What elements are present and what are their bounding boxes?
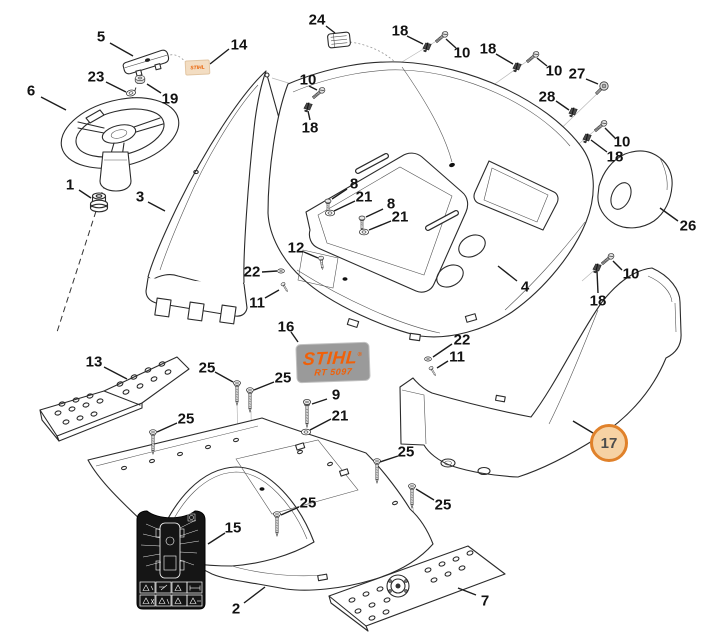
part-label-10[interactable]: 10: [545, 62, 563, 80]
part-label-8[interactable]: 8: [386, 195, 396, 213]
part-label-25[interactable]: 25: [434, 496, 452, 514]
part-label-18[interactable]: 18: [479, 40, 497, 58]
part-label-25[interactable]: 25: [299, 494, 317, 512]
part-label-2[interactable]: 2: [231, 600, 241, 618]
part-label-28[interactable]: 28: [538, 88, 556, 106]
part-label-10[interactable]: 10: [622, 265, 640, 283]
part-label-7[interactable]: 7: [480, 592, 490, 610]
part-label-21[interactable]: 21: [355, 188, 373, 206]
part-label-24[interactable]: 24: [308, 11, 326, 29]
part-label-8[interactable]: 8: [349, 175, 359, 193]
part-label-12[interactable]: 12: [287, 239, 305, 257]
part-label-25[interactable]: 25: [397, 443, 415, 461]
part-label-11[interactable]: 11: [449, 348, 465, 366]
part-label-10[interactable]: 10: [453, 44, 471, 62]
part-label-3[interactable]: 3: [135, 188, 145, 206]
part-label-26[interactable]: 26: [679, 217, 697, 235]
fasteners: [148, 29, 616, 537]
part-label-25[interactable]: 25: [198, 359, 216, 377]
leader-lines: [40, 25, 679, 604]
nut-19: [134, 75, 146, 84]
part-label-18[interactable]: 18: [301, 119, 319, 137]
part-label-15[interactable]: 15: [224, 519, 242, 537]
part-label-16[interactable]: 16: [277, 318, 295, 336]
part-label-10[interactable]: 10: [299, 71, 317, 89]
steering-bushing: [89, 192, 109, 213]
part-label-5[interactable]: 5: [96, 28, 106, 46]
part-label-18[interactable]: 18: [606, 148, 624, 166]
floor-plate-left: [39, 356, 190, 442]
plate-part-24: [327, 31, 351, 49]
part-label-6[interactable]: 6: [26, 82, 36, 100]
part-label-17[interactable]: 17: [590, 424, 628, 462]
knob-screw-27: [595, 81, 609, 95]
part-label-22[interactable]: 22: [243, 263, 261, 281]
part-label-11[interactable]: 11: [249, 294, 265, 312]
part-label-14[interactable]: 14: [230, 36, 248, 54]
part-label-19[interactable]: 19: [161, 90, 179, 108]
part-label-10[interactable]: 10: [613, 133, 631, 151]
part-label-25[interactable]: 25: [274, 369, 292, 387]
part-label-23[interactable]: 23: [87, 68, 105, 86]
cover-part-5: [122, 49, 170, 77]
part-label-9[interactable]: 9: [331, 386, 341, 404]
part-label-18[interactable]: 18: [589, 292, 607, 310]
warning-sticker: [136, 510, 206, 610]
floor-plate-right: [328, 545, 506, 632]
part-label-22[interactable]: 22: [453, 331, 471, 349]
part-label-18[interactable]: 18: [391, 22, 409, 40]
part-label-25[interactable]: 25: [177, 410, 195, 428]
part-label-21[interactable]: 21: [331, 407, 349, 425]
part-label-21[interactable]: 21: [391, 208, 409, 226]
part-label-27[interactable]: 27: [568, 65, 586, 83]
hood-shroud: [267, 61, 594, 342]
steering-wheel: [60, 97, 180, 192]
dash-side-panel-left: [145, 70, 287, 325]
cover-panel-26: [597, 150, 673, 229]
part-label-1[interactable]: 1: [65, 176, 75, 194]
part-label-13[interactable]: 13: [85, 353, 103, 371]
part-label-4[interactable]: 4: [520, 278, 530, 296]
